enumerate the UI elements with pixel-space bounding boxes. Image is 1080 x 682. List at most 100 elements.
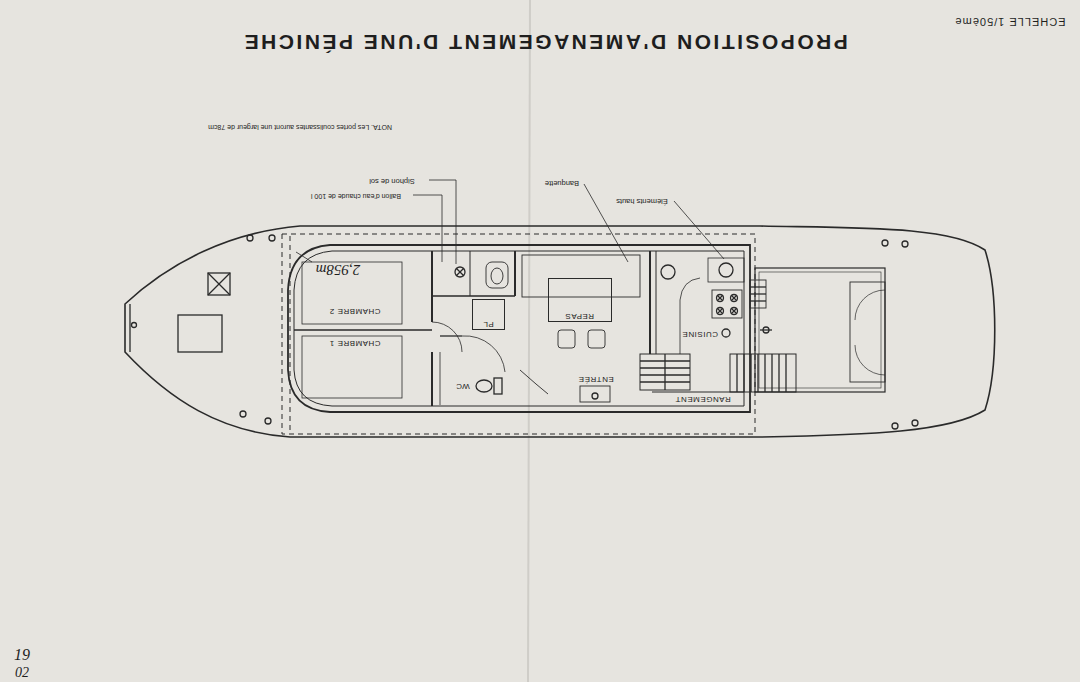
plan-line [717, 295, 724, 302]
plan-line [664, 354, 665, 390]
plan-line [731, 295, 737, 301]
plan-line [462, 336, 505, 372]
plan-line [431, 251, 433, 322]
plan-line [730, 354, 796, 392]
plan-line [265, 418, 271, 424]
callout-text: Siphon de sol [369, 177, 414, 185]
plan-line [750, 300, 766, 301]
page-number: 02 [15, 665, 29, 680]
plan-line [288, 245, 750, 412]
plan-line [902, 241, 908, 247]
plan-line [290, 236, 291, 432]
plan-line [528, 0, 530, 682]
plan-line [520, 370, 548, 394]
plan-line [708, 258, 744, 282]
node-text: REPAS [563, 310, 596, 321]
plan-line [712, 290, 742, 318]
plan-line [882, 240, 888, 246]
plan-line [731, 308, 737, 314]
plan-title: PROPOSITION D'AMENAGEMENT D'UNE PÉNICHE [242, 30, 848, 53]
plan-line [514, 251, 516, 296]
room-label: WC [456, 382, 469, 391]
plan-line [750, 280, 766, 308]
plan-line [296, 252, 312, 262]
plan-line [247, 235, 253, 241]
plan-line [750, 293, 766, 294]
plan-line [912, 420, 918, 426]
plan-line [760, 329, 772, 330]
plan-line [208, 273, 230, 295]
plan-line [584, 184, 628, 262]
plan-line [717, 295, 723, 301]
plan-line [455, 267, 465, 277]
plan-line [719, 263, 733, 277]
plan-line [208, 273, 230, 295]
plan-line [494, 378, 502, 394]
plan-line [656, 251, 657, 354]
plan-line [771, 354, 772, 392]
plan-line [476, 380, 492, 392]
plan-line [491, 268, 503, 284]
plan-line [522, 255, 640, 297]
plan-line [649, 251, 651, 354]
plan-line [178, 315, 222, 352]
plan-line [294, 251, 744, 406]
plan-line [717, 308, 723, 314]
room-label: CUISINE [682, 330, 718, 339]
plan-line [731, 308, 737, 314]
plan-line [764, 354, 765, 392]
plan-line [750, 286, 766, 287]
plan-line [661, 265, 675, 279]
plan-line [580, 386, 610, 402]
plan-line [680, 278, 700, 354]
plan-line [282, 234, 755, 434]
plan-line [855, 290, 885, 320]
plan-line [413, 195, 442, 262]
plan-line [456, 268, 464, 276]
plan-line [132, 323, 137, 328]
plan-line [302, 262, 402, 324]
plan-line [722, 329, 730, 337]
plan-line [429, 180, 456, 264]
plan-line [674, 201, 724, 259]
node-text: PL [481, 318, 496, 329]
plan-line [855, 345, 885, 375]
scale-note: ECHELLE 1/50ème [955, 16, 1066, 28]
plan-line [731, 295, 738, 302]
closet-box: PL [472, 299, 505, 330]
plan-line [755, 268, 885, 392]
plan-line [302, 336, 402, 398]
plan-line [717, 308, 724, 315]
plan-line [763, 327, 769, 333]
plan-line [717, 308, 723, 314]
plan-line [440, 335, 462, 336]
callout-text: Ballon d'eau chaude de 100 l [311, 192, 401, 200]
handwritten-dimension: 2,958m [316, 262, 361, 279]
plan-line [592, 393, 598, 399]
plan-line [129, 304, 130, 352]
plan-line [432, 295, 515, 297]
plan-line [757, 354, 758, 392]
plan-line [717, 295, 723, 301]
plan-line [470, 251, 471, 296]
plan-line [640, 354, 690, 390]
page-number: 19 [14, 646, 30, 664]
callout-text: Banquette [545, 179, 579, 187]
plan-line [208, 273, 230, 295]
plan-line [892, 423, 898, 429]
plan-line [731, 295, 737, 301]
plan-line [750, 354, 751, 392]
plan-line [731, 308, 738, 315]
callout-text: Éléments hauts [616, 197, 668, 205]
plan-line [125, 0, 995, 682]
plan-line [486, 262, 508, 288]
plan-line [432, 322, 462, 352]
plan-line [850, 282, 885, 382]
plan-line [294, 329, 432, 331]
room-label: CHAMBRE 2 [329, 307, 380, 316]
plan-line [240, 411, 246, 417]
plan-line [736, 354, 737, 392]
plan-line [558, 330, 575, 348]
plan-line [431, 352, 433, 406]
